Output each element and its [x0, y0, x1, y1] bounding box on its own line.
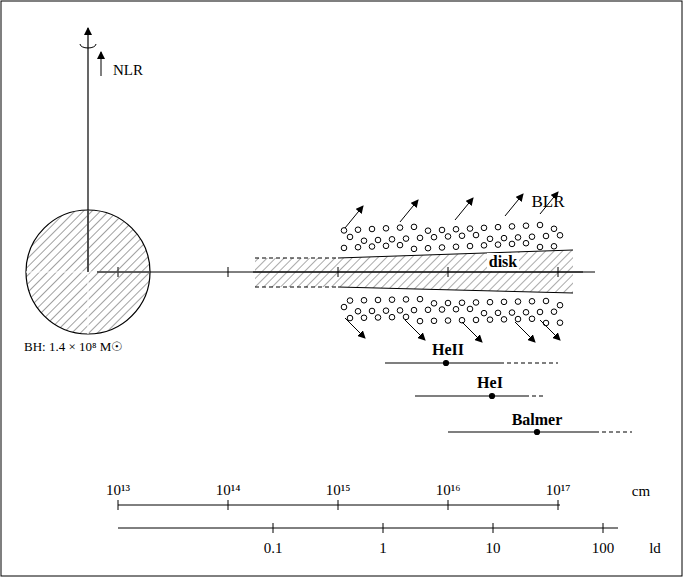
spin-axis [87, 28, 88, 272]
unit-label: cm [632, 484, 650, 499]
node-shape [20, 206, 160, 356]
scale-value: 1 [379, 541, 387, 556]
scale-value: 10¹⁵ [326, 483, 351, 498]
line-label: HeI [477, 375, 503, 391]
region-label: BLR [531, 193, 564, 210]
black-hole: BH: 1.4 × 10⁸ M☉ [20, 206, 160, 356]
scale-value: 100 [592, 541, 615, 556]
node-shape [253, 246, 583, 296]
region-label: NLR [113, 63, 143, 78]
line-label: HeII [432, 342, 464, 358]
scale-value: 10¹⁶ [436, 483, 461, 498]
scale-value: 10¹⁴ [216, 483, 241, 498]
scale-value: 0.1 [264, 541, 283, 556]
nlr-arrow [101, 52, 102, 76]
mass-label: BH: 1.4 × 10⁸ M☉ [22, 339, 125, 354]
scale-value: 10 [486, 541, 501, 556]
accretion-disk: disk [253, 246, 583, 296]
scale-value: 10¹⁷ [546, 483, 571, 498]
radial-axis [97, 272, 595, 273]
unit-label: ld [649, 541, 661, 556]
rotation-symbol [80, 44, 96, 48]
disk-label: disk [487, 253, 519, 271]
scale-axes [118, 500, 618, 533]
scale-value: 10¹³ [106, 483, 130, 498]
emission-ranges [385, 361, 632, 435]
line-label: Balmer [512, 412, 563, 428]
